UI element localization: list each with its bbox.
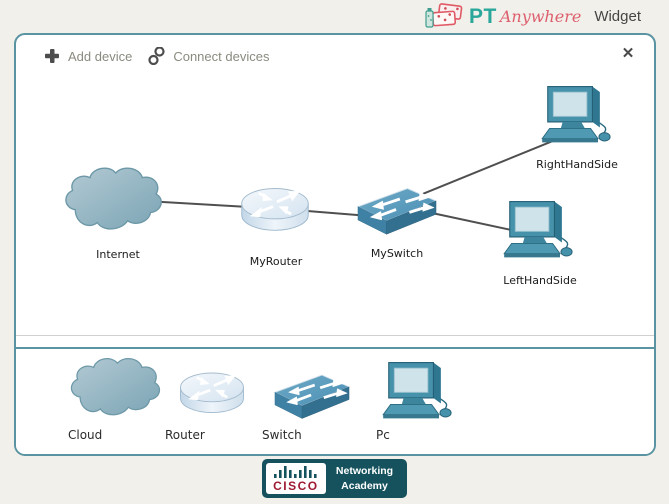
device-pc-lefthandside[interactable] — [500, 196, 580, 263]
close-icon[interactable]: ✕ — [621, 45, 635, 62]
academy-line2: Academy — [341, 479, 388, 492]
cisco-bridge-icon — [273, 466, 319, 479]
device-cloud-internet[interactable] — [53, 162, 171, 240]
device-label: MyRouter — [249, 255, 303, 268]
connect-devices-label: Connect devices — [173, 48, 270, 64]
device-label: Internet — [96, 248, 140, 261]
plus-icon — [44, 48, 60, 64]
device-label: MySwitch — [370, 247, 424, 260]
ptanywhere-widget-panel: Add device Connect devices ✕ — [14, 33, 656, 456]
section-gap — [16, 336, 654, 347]
brand-header: PT Anywhere Widget — [0, 0, 641, 33]
ptanywhere-logo-icon — [424, 2, 464, 31]
cisco-networking-academy-badge: CISCO Networking Academy — [261, 459, 408, 498]
device-router-myrouter[interactable] — [237, 179, 313, 236]
device-label: RightHandSide — [536, 158, 618, 171]
palette-item-label: Pc — [376, 428, 390, 442]
device-switch-myswitch[interactable] — [354, 180, 440, 239]
networking-academy-text: Networking Academy — [326, 463, 403, 494]
palette-item-label: Router — [165, 428, 205, 442]
add-device-button[interactable]: Add device — [44, 48, 132, 64]
footer: CISCO Networking Academy — [0, 459, 669, 498]
device-palette: Cloud Router Switch Pc — [16, 347, 654, 454]
link-myswitch-righthandside — [422, 135, 565, 195]
brand-pt: PT — [468, 4, 497, 28]
brand-widget: Widget — [594, 8, 641, 25]
palette-cloud-icon[interactable] — [61, 353, 167, 425]
palette-item-label: Switch — [262, 428, 302, 442]
cisco-logo: CISCO — [265, 463, 326, 494]
toolbar: Add device Connect devices — [16, 35, 654, 77]
cisco-wordmark: CISCO — [273, 479, 319, 493]
academy-line1: Networking — [335, 465, 394, 478]
network-canvas[interactable]: Internet MyRouter MySwitch RightHandSide… — [16, 77, 654, 336]
palette-item-label: Cloud — [68, 428, 103, 442]
device-label: LeftHandSide — [503, 274, 577, 287]
palette-pc-icon[interactable] — [379, 357, 459, 424]
brand-anywhere: Anywhere — [499, 7, 582, 26]
link-chain-icon — [148, 46, 165, 66]
add-device-label: Add device — [68, 48, 133, 64]
palette-switch-icon[interactable] — [271, 367, 353, 423]
palette-router-icon[interactable] — [176, 364, 248, 418]
connect-devices-button[interactable]: Connect devices — [148, 46, 270, 66]
device-pc-righthandside[interactable] — [538, 81, 618, 148]
